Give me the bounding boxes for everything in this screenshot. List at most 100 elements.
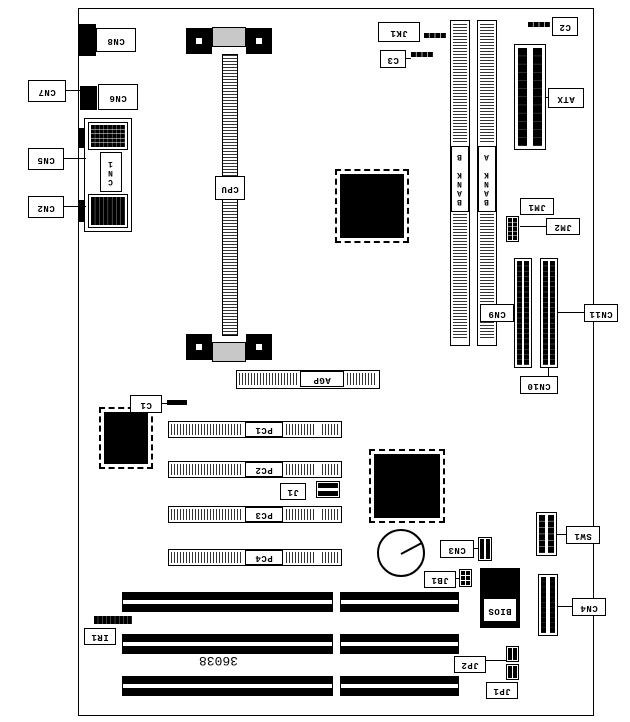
ir1-label: IR1	[91, 632, 109, 642]
cn6-label: CN6	[109, 92, 127, 103]
jm2-callout: JM2	[546, 218, 580, 235]
jm-jumper-pins	[506, 216, 519, 242]
pc2-contacts-mid	[286, 464, 316, 475]
c2-callout: C2	[552, 17, 578, 36]
jm2-label: JM2	[554, 222, 572, 232]
bank-b-label: BANK B	[455, 152, 464, 206]
cpu-bracket-top-right	[246, 28, 272, 54]
cpu-retention-bottom	[212, 342, 246, 362]
cn5-label: CN5	[37, 154, 55, 165]
part-number: 36038	[192, 652, 246, 668]
jp2-jumper-pins	[506, 646, 519, 662]
cn3-callout: CN3	[440, 540, 474, 558]
agp-contacts-left	[239, 373, 297, 385]
cpu-bracket-bottom-right	[246, 334, 272, 360]
cn7-callout: CN7	[28, 80, 66, 102]
isa-slot-2-short	[340, 634, 459, 654]
cn2-label: CN2	[37, 202, 55, 213]
c1-callout: C1	[130, 395, 162, 413]
dimm-a-contacts-top	[480, 24, 494, 144]
cn2-callout: CN2	[28, 196, 64, 218]
cn1-lower-port	[88, 194, 128, 228]
agp-label: AGP	[313, 374, 331, 385]
pc4-contacts-mid	[286, 552, 316, 563]
c3-leader-line	[406, 58, 411, 59]
cn7-label: CN7	[38, 86, 56, 97]
j1-label: J1	[287, 487, 299, 497]
bank-b-callout: BANK B	[451, 146, 469, 212]
c3-header-pins	[411, 52, 433, 59]
cn11-label: CN11	[589, 308, 613, 319]
agp-contacts-right	[347, 373, 377, 385]
c1-leader-line	[162, 403, 167, 404]
cn8-label: CN8	[107, 35, 125, 46]
ir1-callout: IR1	[84, 628, 116, 645]
cn10-label: CN10	[527, 380, 551, 391]
ir1-header-pins	[94, 616, 132, 624]
battery	[377, 529, 425, 577]
cn1-label: CN1	[106, 158, 115, 186]
pc3-contacts-right	[322, 509, 339, 520]
atx-leader-line	[546, 97, 549, 98]
isa-slot-1-short	[340, 592, 459, 612]
jb1-jumper-pins	[459, 569, 472, 587]
bios-label: BIOS	[488, 605, 512, 616]
bank-a-callout: BANK A	[478, 146, 496, 212]
cpu-bracket-top-left	[186, 28, 212, 54]
cn3-header-pins	[478, 537, 492, 561]
j1-header-pins	[316, 481, 340, 498]
cn9-callout: CN9	[480, 304, 514, 322]
pc1-label: PC1	[255, 425, 273, 435]
c2-label: C2	[559, 22, 571, 32]
atx-callout: ATX	[548, 88, 584, 108]
cn11-header	[540, 258, 558, 368]
bank-a-label: BANK A	[482, 152, 491, 206]
atx-label: ATX	[557, 93, 575, 104]
pc1-contacts-right	[322, 424, 339, 435]
isa-slot-3-short	[340, 676, 459, 696]
dimm-b-contacts-top	[453, 24, 467, 144]
cn1-edge-nub-top	[78, 128, 85, 148]
southbridge-chip	[369, 449, 445, 523]
pc4-label: PC4	[255, 553, 273, 563]
jm2-leader-line	[520, 226, 547, 227]
pc1-callout: PC1	[245, 422, 283, 437]
c1-label: C1	[140, 399, 152, 410]
jk1-callout: JK1	[378, 22, 420, 42]
cn5-callout: CN5	[28, 148, 64, 170]
jb1-callout: JB1	[424, 571, 456, 588]
dimm-b-contacts-bottom	[453, 214, 467, 340]
jm1-label: JM1	[528, 202, 546, 212]
agp-callout: AGP	[300, 371, 344, 387]
pc2-callout: PC2	[245, 462, 283, 477]
cn9-header	[514, 258, 532, 368]
cpu-retention-top	[212, 27, 246, 47]
sw1-leader-line	[556, 534, 567, 535]
cn10-leader-line	[548, 368, 549, 377]
cn6-callout: CN6	[98, 84, 138, 110]
pc1-contacts-mid	[286, 424, 316, 435]
jb1-leader-line	[456, 578, 459, 579]
jm1-callout: JM1	[520, 198, 554, 215]
pc3-contacts-mid	[286, 509, 316, 520]
cn5-leader-line	[64, 158, 86, 159]
cn4-leader-line	[558, 606, 573, 607]
cn7-leader-line	[66, 90, 82, 91]
cn1-callout: CN1	[100, 152, 122, 192]
pc4-contacts-right	[322, 552, 339, 563]
cn6-port	[80, 86, 97, 110]
northbridge-chip	[335, 169, 409, 243]
pc3-callout: PC3	[245, 507, 283, 522]
jk1-header-pins	[424, 33, 446, 40]
c1-header-pins	[167, 400, 187, 407]
jp2-callout: JP2	[454, 656, 486, 673]
isa-slot-1-long	[122, 592, 333, 612]
cn1-edge-nub-bottom	[78, 200, 85, 222]
jp2-leader-line	[486, 660, 506, 661]
isa-slot-2-long	[122, 634, 333, 654]
audio-chip	[99, 407, 153, 469]
cn1-upper-port	[88, 122, 128, 150]
cn3-leader-line	[474, 548, 479, 549]
isa-slot-3-long	[122, 676, 333, 696]
bios-callout: BIOS	[483, 598, 517, 622]
